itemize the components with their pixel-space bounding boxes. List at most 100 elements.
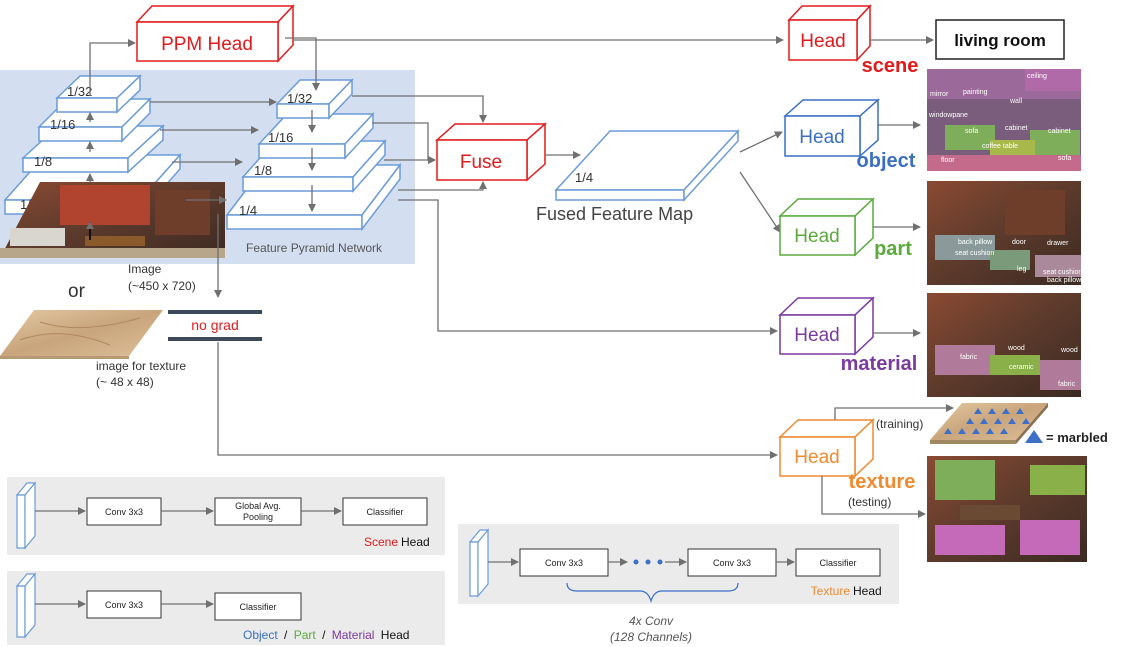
material-seg-label: wood (1007, 345, 1025, 352)
object-seg-label: ceiling (1027, 73, 1047, 80)
texture-testing-arrow (821, 476, 926, 518)
texture-legend-classifier: Classifier (819, 558, 856, 568)
material-task-label: material (841, 353, 918, 375)
texture-task-label: texture (849, 471, 916, 493)
texture-legend-note-2: (128 Channels) (610, 630, 692, 644)
part-task-label: part (874, 238, 912, 260)
material-seg-label: ceramic (1009, 364, 1034, 371)
material-segmentation-image (927, 293, 1081, 397)
material-seg-label: wood (1060, 347, 1078, 354)
fpn-pyramid (225, 78, 402, 232)
opm-legend-material: Material (332, 628, 375, 642)
material-seg-label: fabric (1058, 381, 1076, 388)
ppm-input-arrow (89, 39, 136, 96)
scene-head-label: Head (800, 31, 845, 52)
fpn-caption: Feature Pyramid Network (246, 241, 383, 255)
object-seg-label: coffee table (982, 143, 1018, 150)
scene-output-box (935, 19, 1065, 60)
texture-legend-conv1: Conv 3x3 (545, 558, 583, 568)
fused-map-label: Fused Feature Map (536, 204, 693, 224)
texture-head-box (778, 418, 875, 478)
texture-training-label: (training) (876, 417, 923, 431)
scene-legend-pool-1: Global Avg. (235, 501, 281, 511)
opm-legend-part: Part (294, 628, 317, 642)
scene-task-label: scene (862, 55, 919, 77)
texture-image (0, 310, 163, 359)
ellipsis-dot (633, 559, 639, 565)
texture-legend-classifier-box (795, 548, 881, 577)
fpn4-to-fuse-arrow (398, 181, 487, 191)
scene-head-box (787, 4, 872, 62)
opm-legend-sep1: / (284, 628, 288, 642)
fpn-label-4: 1/4 (239, 203, 257, 218)
part-seg-label: leg (1017, 266, 1026, 273)
texture-legend-title-colored: Texture (811, 584, 851, 598)
map-to-object-arrow (739, 131, 783, 153)
fpn-label-16: 1/16 (268, 130, 293, 145)
marbled-legend-triangle (1025, 430, 1043, 443)
fpn-label-32: 1/32 (287, 91, 312, 106)
object-seg-label: wall (1009, 98, 1023, 105)
opm-legend-sep2: / (322, 628, 326, 642)
scene-legend-title-rest: Head (401, 535, 430, 549)
backbone-slab-32 (55, 74, 142, 114)
texture-testing-image (927, 456, 1087, 562)
part-seg-label: drawer (1047, 240, 1069, 247)
material-head-label: Head (794, 325, 839, 346)
image-size: (~450 x 720) (128, 279, 196, 293)
texture-legend-title-rest: Head (853, 584, 882, 598)
conv-group-brace (566, 582, 739, 604)
fpn-label-8: 1/8 (254, 163, 272, 178)
backbone-label-8: 1/8 (34, 154, 52, 169)
texture-legend-conv2-box (687, 548, 777, 577)
input-image (0, 182, 225, 258)
to-texture-arrow (217, 342, 778, 459)
ppm-to-fpn-arrow (285, 37, 320, 91)
marbled-legend-text: = marbled (1046, 430, 1108, 445)
object-seg-label: cabinet (1048, 128, 1071, 135)
object-seg-label: sofa (1058, 155, 1071, 162)
backbone-label-16: 1/16 (50, 117, 75, 132)
texture-legend-conv1-box (519, 548, 609, 577)
ppm-head-title: PPM Head (161, 34, 253, 55)
svg-text:Object / Part /: Object / Part / Material Head (243, 628, 409, 642)
scene-output-text: living room (954, 31, 1046, 50)
no-grad-label: no grad (191, 317, 238, 333)
fused-feature-map (554, 129, 740, 202)
texture-training-arrow (834, 404, 954, 420)
fpn-slab-16 (257, 112, 375, 160)
object-head-label: Head (799, 127, 844, 148)
part-head-box (778, 197, 875, 257)
fpn-slab-32 (275, 78, 354, 120)
backbone-label-32: 1/32 (67, 84, 92, 99)
opm-legend-conv-box (86, 590, 162, 619)
object-task-label: object (857, 150, 916, 172)
opm-legend-head: Head (381, 628, 410, 642)
part-seg-label: door (1012, 239, 1027, 246)
scene-legend-classifier-box (342, 497, 428, 526)
object-segmentation-image (927, 69, 1081, 171)
opm-legend-classifier: Classifier (239, 602, 276, 612)
texture-image-size: (~ 48 x 48) (96, 375, 154, 389)
object-seg-label: mirror (930, 91, 949, 98)
fpn32-to-fuse-arrow (352, 95, 487, 123)
image-label: Image (128, 262, 162, 276)
part-seg-label: seat cushion (955, 250, 994, 257)
fuse-title: Fuse (460, 152, 502, 173)
fuse-box (435, 122, 547, 182)
scene-legend-title-colored: Scene (364, 535, 398, 549)
texture-training-image (930, 403, 1048, 444)
fused-map-scale: 1/4 (575, 170, 593, 185)
material-head-box (778, 296, 875, 356)
scene-legend-classifier: Classifier (366, 507, 403, 517)
part-segmentation-image (927, 181, 1081, 285)
scene-legend-pool-2: Pooling (243, 512, 273, 522)
texture-image-label: image for texture (96, 359, 186, 373)
object-seg-label: windowpane (928, 112, 968, 119)
ellipsis-dot (645, 559, 651, 565)
map-to-part-arrow (739, 171, 781, 233)
opm-legend-object: Object (243, 628, 278, 642)
scene-legend-conv-box (86, 497, 162, 526)
scene-legend-conv: Conv 3x3 (105, 507, 143, 517)
